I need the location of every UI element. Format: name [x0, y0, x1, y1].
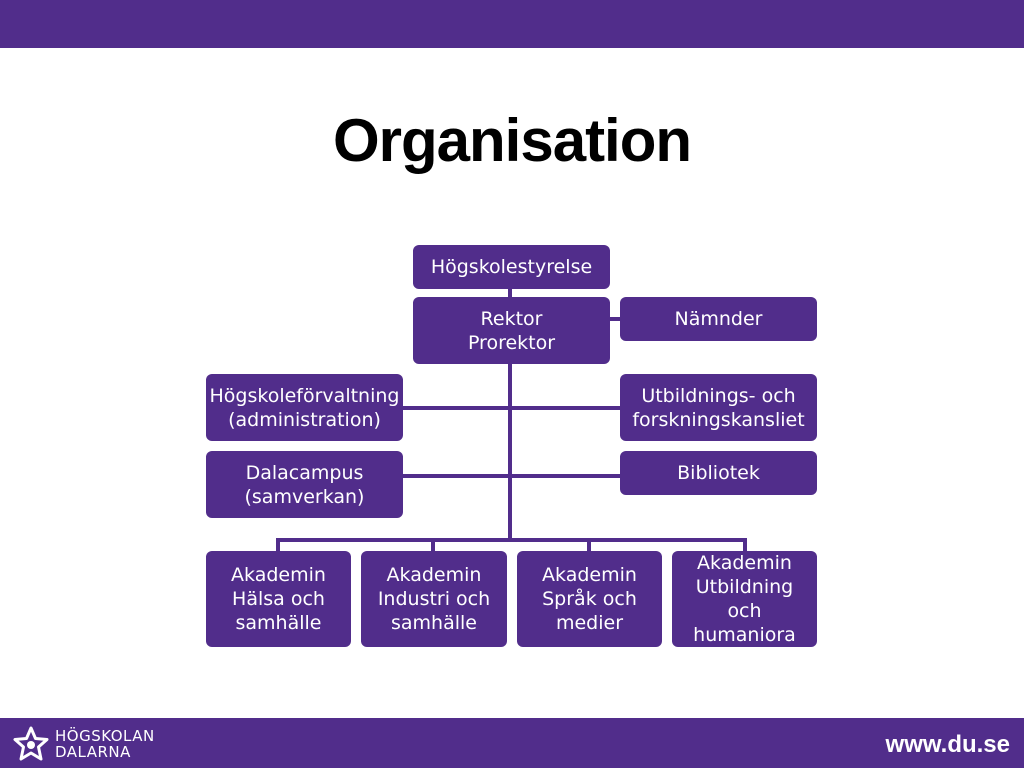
node-academy-industry: Akademin Industri och samhälle: [361, 551, 507, 647]
star-emblem-icon: [13, 726, 49, 761]
website-url[interactable]: www.du.se: [885, 731, 1010, 758]
logo-text: HÖGSKOLAN DALARNA: [55, 728, 155, 760]
bottom-banner: [0, 718, 1024, 768]
top-banner: [0, 0, 1024, 48]
node-academy-language: Akademin Språk och medier: [517, 551, 662, 647]
connector-academy-1: [276, 538, 280, 552]
node-committees: Nämnder: [620, 297, 817, 341]
node-academy-education: Akademin Utbildning och humaniora: [672, 551, 817, 647]
connector-academy-4: [743, 538, 747, 552]
connector-academy-2: [431, 538, 435, 552]
connector-row1-horizontal: [403, 406, 621, 410]
node-library: Bibliotek: [620, 451, 817, 495]
connector-row2-horizontal: [403, 474, 621, 478]
connector-academies-horizontal: [276, 538, 747, 542]
logo-line-1: HÖGSKOLAN: [55, 727, 155, 745]
node-education-office: Utbildnings- och forskningskansliet: [620, 374, 817, 441]
page-title: Organisation: [332, 107, 692, 174]
node-academy-health: Akademin Hälsa och samhälle: [206, 551, 351, 647]
node-board: Högskolestyrelse: [413, 245, 610, 289]
node-dalacampus: Dalacampus (samverkan): [206, 451, 403, 518]
connector-academy-3: [587, 538, 591, 552]
university-logo[interactable]: HÖGSKOLAN DALARNA: [12, 726, 182, 762]
node-administration: Högskoleförvaltning (administration): [206, 374, 403, 441]
node-rector: Rektor Prorektor: [413, 297, 610, 364]
connector-rector-committees: [610, 317, 622, 321]
connector-main-vertical: [508, 288, 512, 542]
logo-line-2: DALARNA: [55, 743, 131, 761]
